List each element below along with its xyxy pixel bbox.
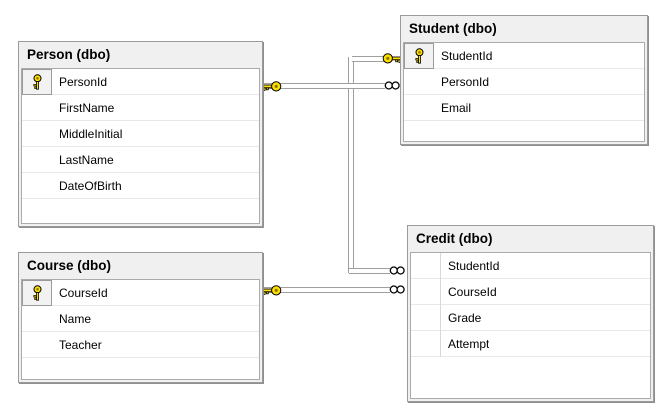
connector-line[interactable] bbox=[263, 83, 385, 89]
row-selector-cell[interactable] bbox=[411, 278, 441, 305]
table-header[interactable]: Course (dbo) bbox=[19, 253, 262, 279]
connector-line[interactable] bbox=[352, 56, 384, 62]
table-header[interactable]: Credit (dbo) bbox=[408, 226, 653, 252]
column-name: Grade bbox=[448, 310, 482, 325]
column-name: LastName bbox=[59, 152, 114, 167]
table-row[interactable]: Teacher bbox=[22, 332, 259, 358]
column-name: Name bbox=[59, 311, 92, 326]
row-selector-cell[interactable] bbox=[22, 147, 52, 173]
row-selector-cell[interactable] bbox=[22, 306, 52, 332]
row-selector-cell[interactable] bbox=[22, 121, 52, 147]
connector-line[interactable] bbox=[263, 287, 390, 293]
row-selector-cell[interactable] bbox=[404, 69, 434, 95]
table-row[interactable]: Name bbox=[22, 306, 259, 332]
table-row[interactable]: StudentId bbox=[411, 253, 650, 279]
table-row[interactable]: FirstName bbox=[22, 95, 259, 121]
column-name: PersonId bbox=[59, 74, 108, 89]
row-selector-cell[interactable] bbox=[411, 253, 441, 279]
row-selector-cell[interactable] bbox=[411, 304, 441, 331]
table-header[interactable]: Student (dbo) bbox=[401, 16, 647, 42]
connector-line[interactable] bbox=[348, 57, 354, 273]
table-row[interactable]: PersonId bbox=[22, 69, 259, 95]
table-row[interactable]: Grade bbox=[411, 304, 650, 331]
table-row[interactable]: DateOfBirth bbox=[22, 173, 259, 199]
column-name: DateOfBirth bbox=[59, 178, 122, 193]
key-icon bbox=[262, 285, 282, 296]
table-header[interactable]: Person (dbo) bbox=[19, 42, 262, 68]
table-row[interactable]: PersonId bbox=[404, 69, 644, 95]
column-name: PersonId bbox=[441, 74, 490, 89]
column-name: FirstName bbox=[59, 100, 115, 115]
infinity-icon bbox=[384, 81, 400, 90]
table-row[interactable]: Email bbox=[404, 95, 644, 121]
column-name: MiddleInitial bbox=[59, 126, 123, 141]
primary-key-cell[interactable] bbox=[22, 280, 52, 306]
table-row[interactable]: CourseId bbox=[22, 280, 259, 306]
connector-line[interactable] bbox=[349, 268, 390, 274]
table-row[interactable]: StudentId bbox=[404, 43, 644, 69]
row-selector-cell[interactable] bbox=[404, 95, 434, 121]
column-name: Teacher bbox=[59, 337, 102, 352]
column-name: StudentId bbox=[448, 258, 500, 273]
column-name: Attempt bbox=[448, 336, 490, 351]
infinity-icon bbox=[389, 266, 405, 275]
row-selector-cell[interactable] bbox=[22, 173, 52, 199]
key-icon bbox=[262, 81, 282, 92]
primary-key-cell[interactable] bbox=[404, 43, 434, 69]
primary-key-icon bbox=[32, 284, 41, 301]
column-name: Email bbox=[441, 100, 472, 115]
primary-key-icon bbox=[414, 47, 423, 64]
table-row[interactable]: CourseId bbox=[411, 278, 650, 305]
column-name: CourseId bbox=[59, 285, 108, 300]
column-name: CourseId bbox=[448, 284, 497, 299]
table-row[interactable]: MiddleInitial bbox=[22, 121, 259, 147]
row-selector-cell[interactable] bbox=[22, 332, 52, 358]
row-selector-cell[interactable] bbox=[411, 330, 441, 357]
table-row[interactable]: LastName bbox=[22, 147, 259, 173]
row-selector-cell[interactable] bbox=[22, 95, 52, 121]
table-row[interactable]: Attempt bbox=[411, 330, 650, 357]
primary-key-icon bbox=[32, 73, 41, 90]
primary-key-cell[interactable] bbox=[22, 69, 52, 95]
column-name: StudentId bbox=[441, 48, 493, 63]
infinity-icon bbox=[389, 285, 405, 294]
